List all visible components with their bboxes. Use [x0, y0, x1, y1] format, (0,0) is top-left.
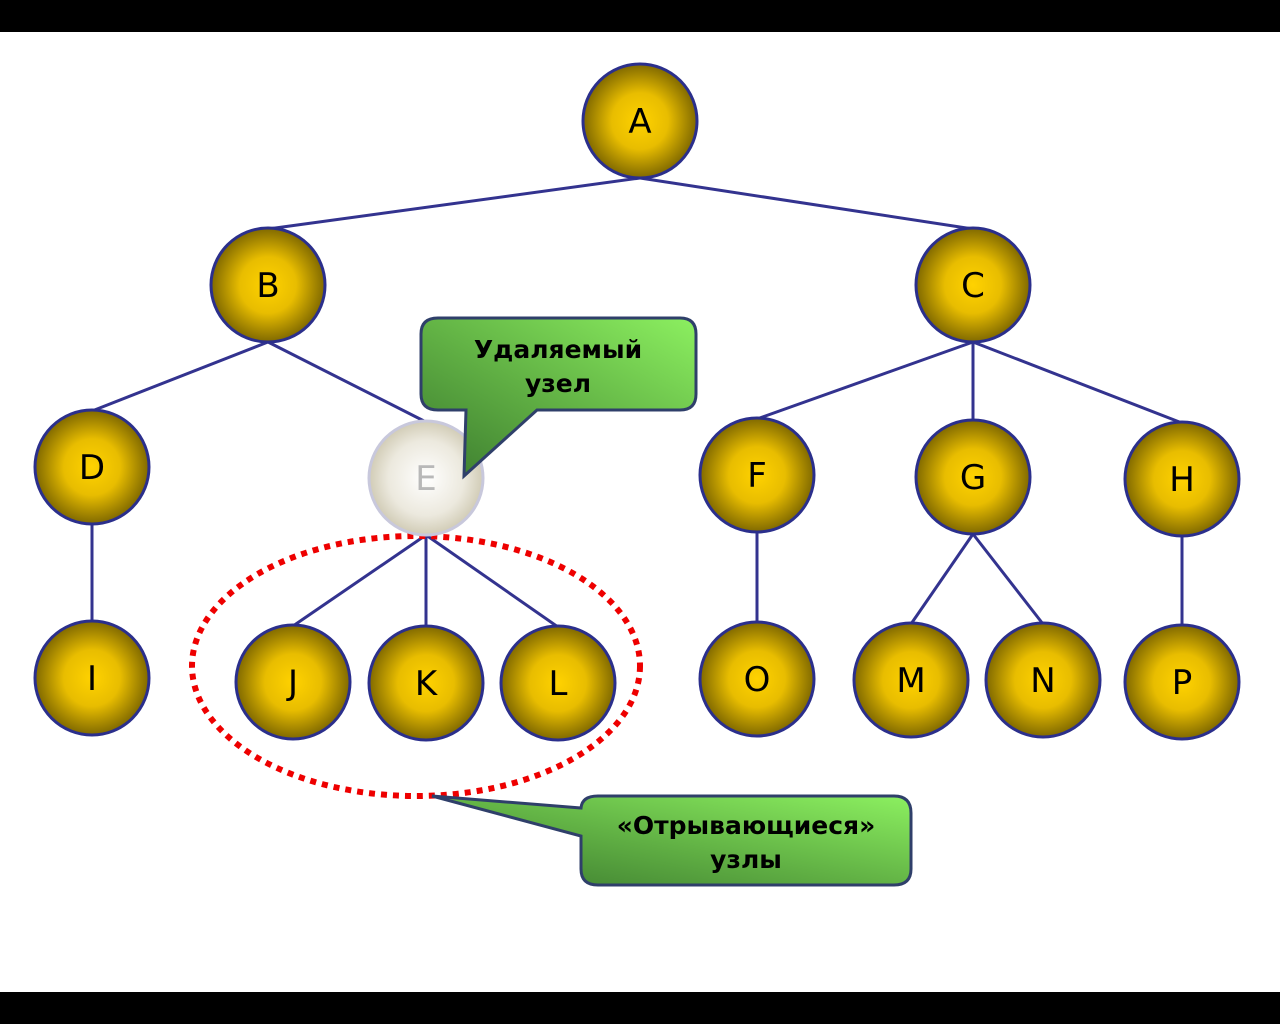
node-l-label: L — [549, 664, 568, 704]
node-i: I — [33, 619, 151, 737]
node-p: P — [1123, 623, 1241, 741]
node-d-label: D — [79, 448, 105, 488]
callout-detached-nodes: «Отрывающиеся» узлы — [431, 794, 913, 887]
node-k: K — [367, 624, 485, 742]
edge-b-d — [91, 340, 269, 413]
callout-removed-node-shape — [419, 316, 698, 480]
edge-c-f — [756, 340, 974, 421]
node-j-label: J — [286, 663, 298, 703]
node-o: O — [698, 620, 816, 738]
node-f-label: F — [747, 456, 767, 496]
node-l: L — [499, 624, 617, 742]
edge-b-e — [267, 340, 427, 424]
node-i-circle — [33, 619, 151, 737]
node-h-label: H — [1169, 460, 1195, 500]
node-n-label: N — [1030, 661, 1055, 701]
edges-layer — [90, 176, 1184, 629]
node-g-circle — [914, 418, 1032, 536]
node-e-label: E — [415, 459, 436, 499]
node-c: C — [914, 226, 1032, 344]
node-j: J — [234, 623, 352, 741]
node-p-label: P — [1172, 663, 1193, 703]
callout-detached-nodes-shape — [431, 794, 913, 887]
node-m-circle — [852, 621, 970, 739]
node-n: N — [984, 621, 1102, 739]
node-n-circle — [984, 621, 1102, 739]
callout-removed-node-line1: Удаляемый — [474, 335, 642, 364]
edge-e-l — [425, 533, 559, 629]
node-i-label: I — [87, 659, 97, 699]
node-d: D — [33, 408, 151, 526]
node-m: M — [852, 621, 970, 739]
node-m-label: M — [896, 661, 925, 701]
nodes-layer: A B C D E F G H I J K L O M N P — [33, 62, 1241, 742]
node-b-label: B — [256, 266, 279, 306]
node-a-circle — [581, 62, 699, 180]
callout-removed-node-line2: узел — [525, 369, 591, 398]
node-f-circle — [698, 416, 816, 534]
node-h: H — [1123, 420, 1241, 538]
node-k-label: K — [415, 664, 439, 704]
edge-e-j — [292, 533, 427, 628]
node-g-label: G — [960, 458, 986, 498]
node-o-circle — [698, 620, 816, 738]
node-j-circle — [234, 623, 352, 741]
node-o-label: O — [744, 660, 771, 700]
detached-selection-ellipse — [189, 533, 643, 799]
edge-g-n — [971, 533, 1045, 625]
node-a: A — [581, 62, 699, 180]
node-a-label: A — [628, 102, 651, 142]
node-f: F — [698, 416, 816, 534]
node-b-circle — [209, 226, 327, 344]
node-p-circle — [1123, 623, 1241, 741]
node-e: E — [367, 419, 485, 537]
node-h-circle — [1123, 420, 1241, 538]
callout-detached-nodes-line2: узлы — [710, 845, 782, 874]
node-c-circle — [914, 226, 1032, 344]
callout-detached-nodes-line1: «Отрывающиеся» — [617, 811, 876, 840]
node-k-circle — [367, 624, 485, 742]
node-g: G — [914, 418, 1032, 536]
node-c-label: C — [961, 266, 985, 306]
node-l-circle — [499, 624, 617, 742]
edge-c-h — [972, 340, 1183, 425]
node-d-circle — [33, 408, 151, 526]
node-e-circle — [367, 419, 485, 537]
callout-removed-node: Удаляемый узел — [419, 316, 698, 480]
edge-a-c — [639, 176, 974, 231]
node-b: B — [209, 226, 327, 344]
edge-a-b — [267, 176, 641, 231]
edge-g-m — [909, 533, 975, 625]
